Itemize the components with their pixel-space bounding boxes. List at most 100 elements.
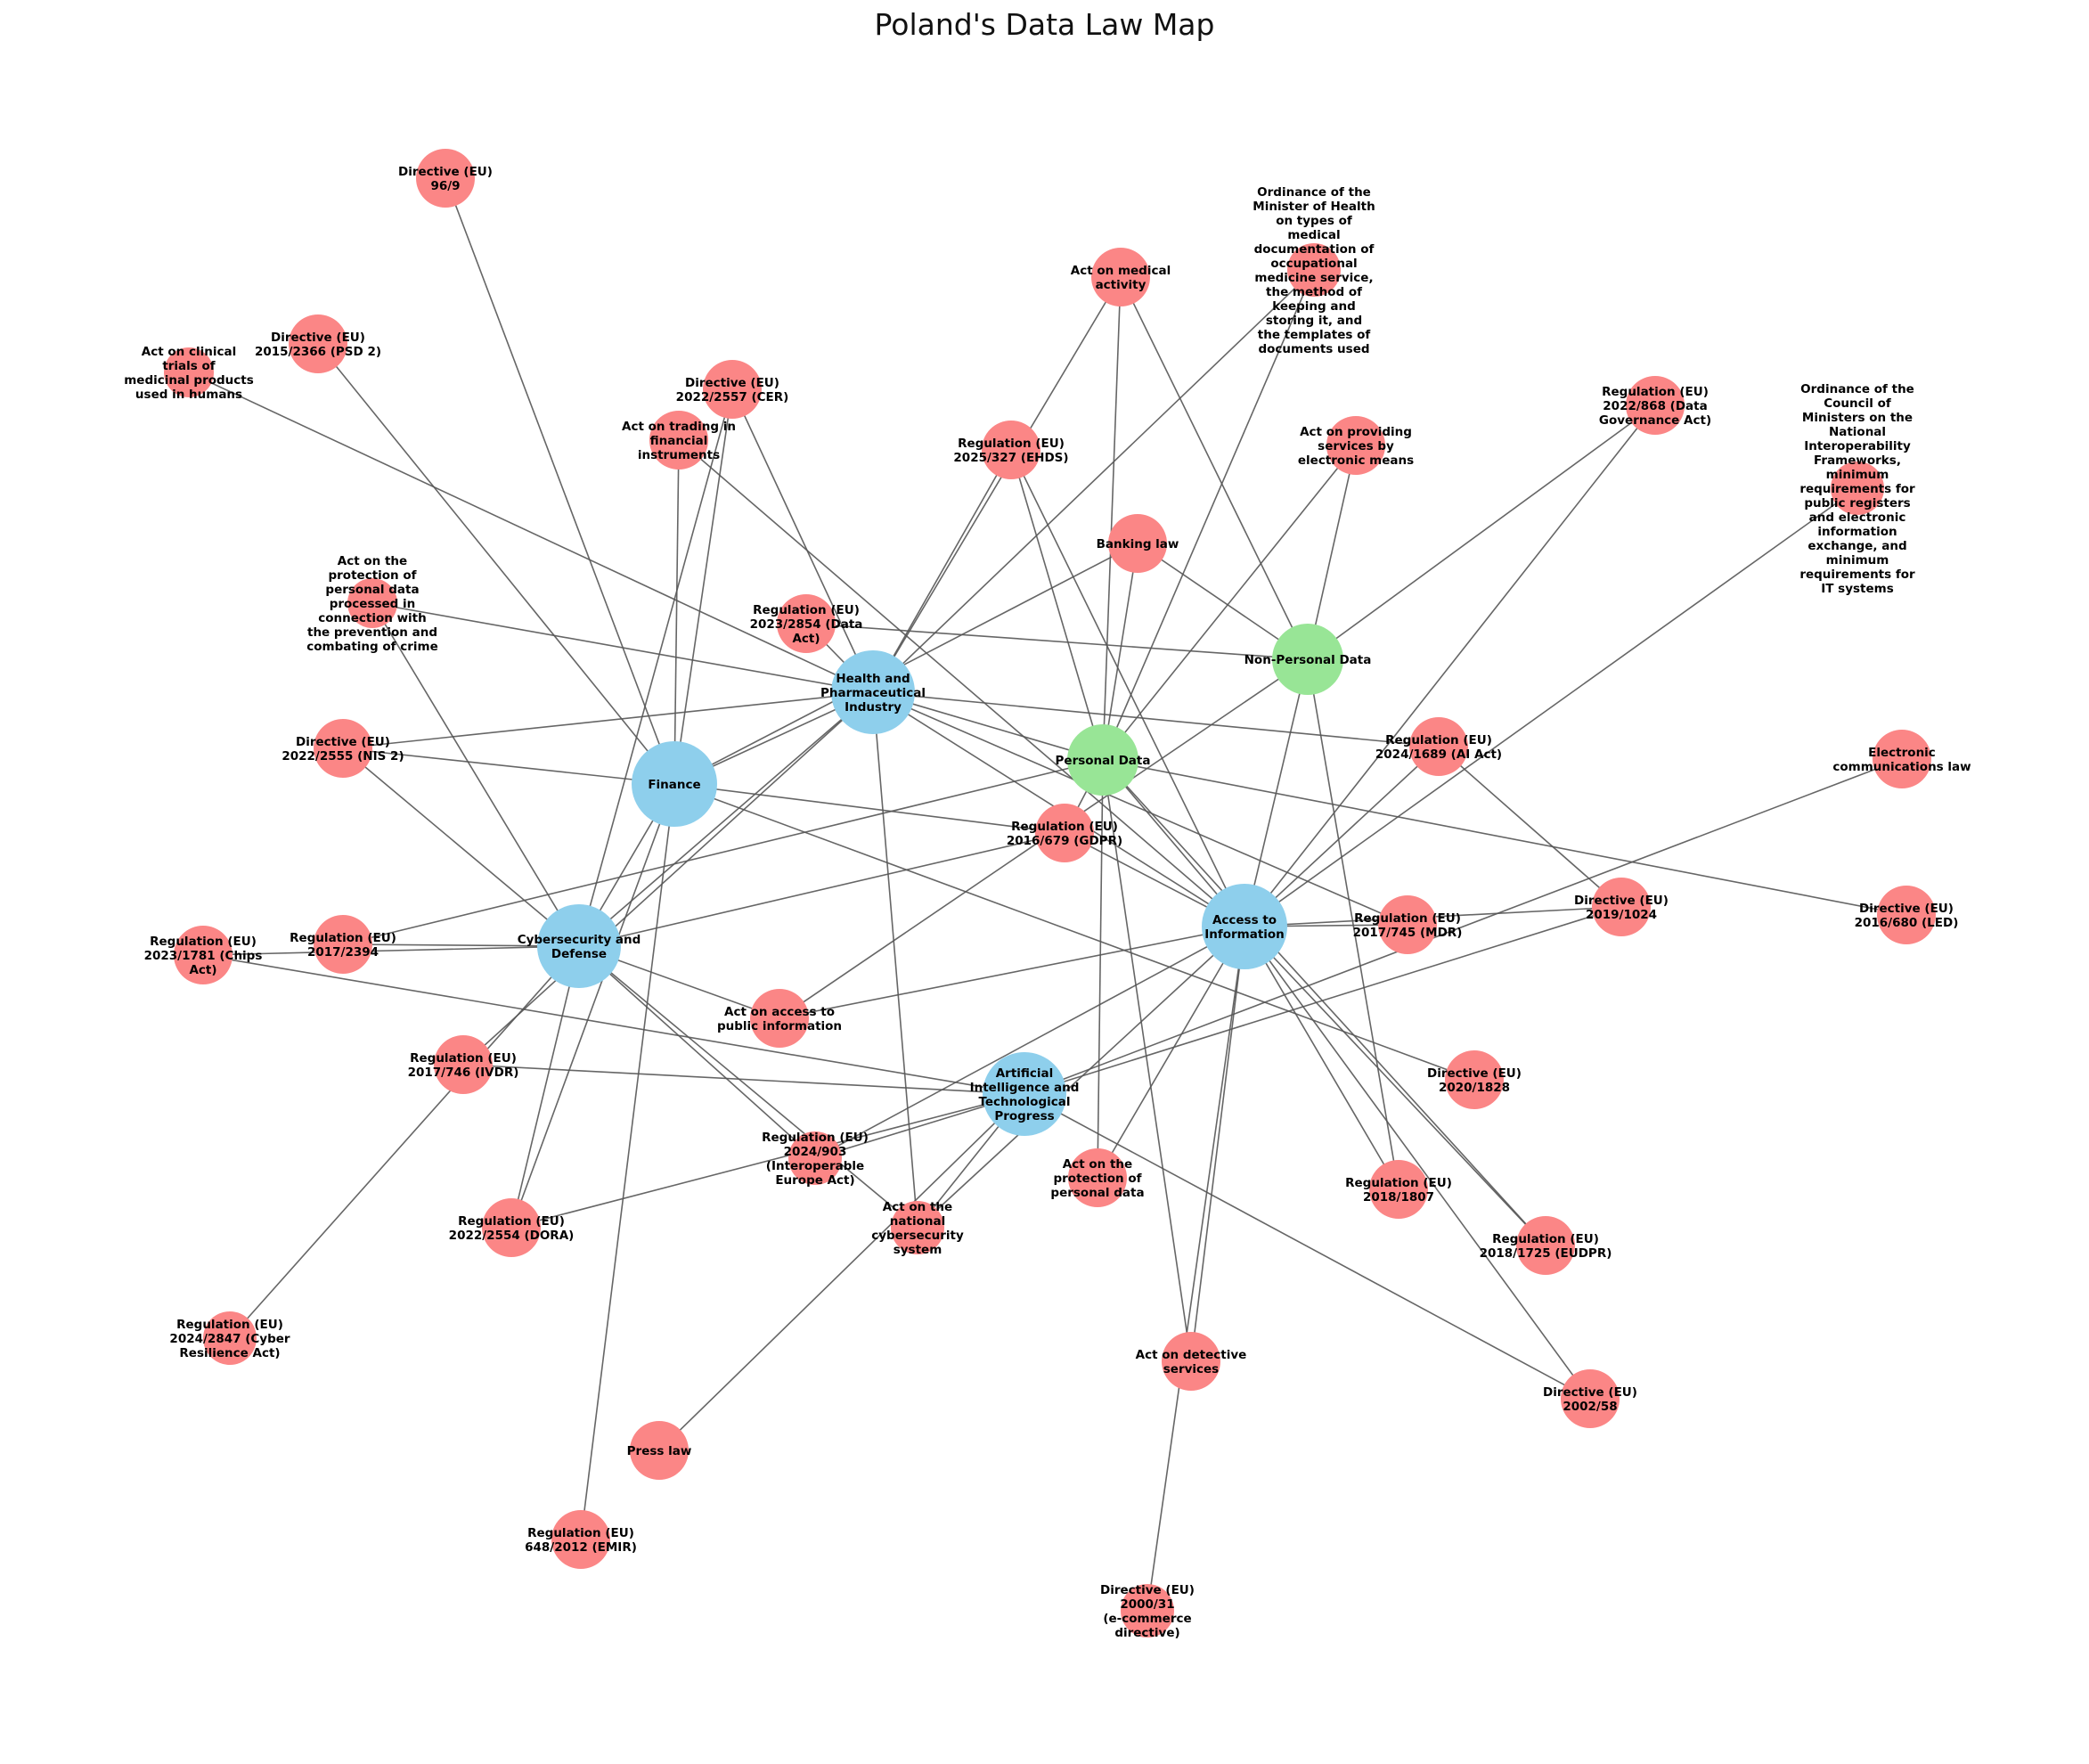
node-circle-press[interactable] [630,1421,689,1480]
node-circle-trading[interactable] [649,411,708,470]
node-circle-gdpr[interactable] [1035,804,1094,862]
node-circle-dga[interactable] [1626,376,1685,435]
node-gdpr[interactable]: Regulation (EU)2016/679 (GDPR) [1007,804,1122,862]
node-circle-r2394[interactable] [314,915,372,974]
node-circle-ivdr[interactable] [434,1035,493,1094]
node-circle-health[interactable] [831,650,915,734]
node-r1807[interactable]: Regulation (EU)2018/1807 [1345,1160,1452,1219]
node-circle-interop[interactable] [788,1131,842,1185]
node-circle-r1807[interactable] [1369,1160,1428,1219]
node-circle-led[interactable] [1877,886,1936,944]
node-label-gdpr: Regulation (EU)2016/679 (GDPR) [1007,820,1122,848]
node-ivdr[interactable]: Regulation (EU)2017/746 (IVDR) [408,1035,519,1094]
node-circle-mdr[interactable] [1378,895,1437,954]
node-circle-dora[interactable] [482,1198,541,1257]
node-d969[interactable]: Directive (EU)96/9 [398,149,493,208]
node-emir[interactable]: Regulation (EU)648/2012 (EMIR) [525,1510,637,1569]
node-circle-ai[interactable] [983,1052,1066,1136]
node-circle-d1828[interactable] [1445,1050,1504,1109]
node-circle-chips[interactable] [174,926,233,984]
node-circle-protection[interactable] [1068,1148,1127,1207]
node-circle-nis2[interactable] [314,719,372,778]
node-nis2[interactable]: Directive (EU)2022/2555 (NIS 2) [282,719,404,778]
node-aiact[interactable]: Regulation (EU)2024/1689 (AI Act) [1375,717,1502,776]
node-circle-telecom[interactable] [1873,730,1931,788]
node-label-d969: Directive (EU)96/9 [398,165,493,193]
node-ehds[interactable]: Regulation (EU)2025/327 (EHDS) [953,421,1069,479]
node-finance[interactable]: Finance [632,741,717,827]
edge-aiact-health [872,691,1440,747]
node-d58[interactable]: Directive (EU)2002/58 [1543,1369,1637,1428]
node-circle-d58[interactable] [1561,1369,1620,1428]
node-circle-d969[interactable] [416,149,475,208]
node-label-d1828: Directive (EU)2020/1828 [1427,1066,1522,1095]
node-r2394[interactable]: Regulation (EU)2017/2394 [290,915,396,974]
node-banking[interactable]: Banking law [1097,514,1179,573]
node-cer[interactable]: Directive (EU)2022/2557 (CER) [676,360,789,419]
node-circle-eudpr[interactable] [1516,1216,1575,1275]
node-nonpersonal[interactable]: Non-Personal Data [1244,624,1372,695]
node-circle-detective[interactable] [1162,1332,1220,1391]
node-d1024[interactable]: Directive (EU)2019/1024 [1574,878,1669,936]
node-circle-ehds[interactable] [982,421,1040,479]
node-dora[interactable]: Regulation (EU)2022/2554 (DORA) [449,1198,575,1257]
node-mdr[interactable]: Regulation (EU)2017/745 (MDR) [1353,895,1463,954]
node-circle-aiact[interactable] [1409,717,1468,776]
node-eudpr[interactable]: Regulation (EU)2018/1725 (EUDPR) [1480,1216,1612,1275]
node-press[interactable]: Press law [627,1421,692,1480]
node-circle-ordhealth[interactable] [1287,243,1341,297]
node-circle-psd2[interactable] [289,314,347,373]
node-circle-cer[interactable] [703,360,762,419]
node-circle-banking[interactable] [1108,514,1167,573]
node-circle-ordcouncil[interactable] [1831,461,1884,515]
node-circle-d1024[interactable] [1592,878,1651,936]
node-circle-electronic[interactable] [1326,416,1385,475]
node-circle-personal[interactable] [1067,724,1138,796]
edge-nis2-health [342,691,874,749]
node-circle-clinical[interactable] [164,347,214,397]
node-circle-dataact[interactable] [777,594,836,653]
node-circle-emir[interactable] [551,1510,610,1569]
node-personal[interactable]: Personal Data [1056,724,1151,796]
edge-interop-cyber [578,945,816,1159]
node-led[interactable]: Directive (EU)2016/680 (LED) [1855,886,1959,944]
edge-banking-personal [1102,543,1138,761]
node-label-dora: Regulation (EU)2022/2554 (DORA) [449,1214,575,1243]
node-circle-cyber[interactable] [537,904,621,988]
node-psd2[interactable]: Directive (EU)2015/2366 (PSD 2) [255,314,381,373]
node-circle-ncs[interactable] [891,1201,944,1254]
node-circle-cra[interactable] [203,1311,257,1365]
node-circle-finance[interactable] [632,741,717,827]
node-circle-access[interactable] [1202,884,1287,969]
node-circle-crime[interactable] [347,578,397,628]
node-circle-nonpersonal[interactable] [1272,624,1343,695]
node-circle-medact[interactable] [1091,248,1150,306]
node-circle-ecommerce[interactable] [1121,1584,1174,1637]
node-d1828[interactable]: Directive (EU)2020/1828 [1427,1050,1522,1109]
node-circle-publicinfo[interactable] [750,989,809,1048]
